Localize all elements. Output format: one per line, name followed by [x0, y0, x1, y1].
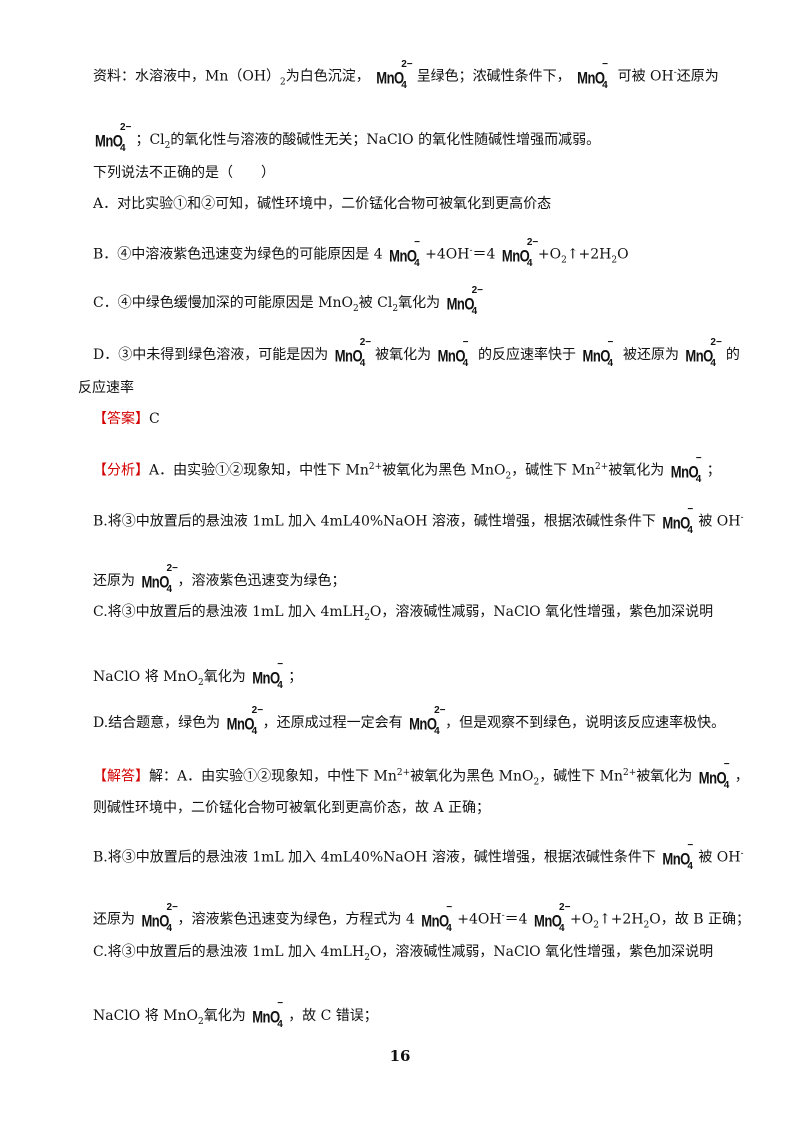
option-a: A．对比实验①和②可知，碱性环境中，二价锰化合物可被氧化到更高价态 [93, 196, 552, 212]
analysis-b: B.将③中放置后的悬浊液 1mL 加入 4mL40%NaOH 溶液，碱性增强，根… [93, 503, 744, 536]
analysis-tag: 【分析】 [93, 462, 149, 479]
page-number: 16 [389, 1047, 411, 1065]
solution-b: B.将③中放置后的悬浊液 1mL 加入 4mL40%NaOH 溶液，碱性增强，根… [93, 839, 744, 872]
question-stem: 下列说法不正确的是（ ） [93, 165, 275, 181]
answer-tag: 【答案】 [93, 411, 149, 427]
solution-tag: 【解答】 [93, 768, 149, 785]
analysis-line: 【分析】A．由实验①②现象知，中性下 Mn2+被氧化为黑色 MnO2，碱性下 M… [93, 452, 721, 485]
solution-line: 【解答】解：A．由实验①②现象知，中性下 Mn2+被氧化为黑色 MnO2，碱性下… [93, 758, 749, 791]
option-d-cont: 反应速率 [78, 380, 134, 396]
analysis-c: C.将③中放置后的悬浊液 1mL 加入 4mLH2O，溶液碱性减弱，NaClO … [93, 604, 714, 623]
solution-c: C.将③中放置后的悬浊液 1mL 加入 4mLH2O，溶液碱性减弱，NaClO … [93, 944, 714, 963]
solution-a-cont: 则碱性环境中，二价锰化合物可被氧化到更高价态，故 A 正确； [93, 800, 491, 816]
answer-line: 【答案】C [93, 411, 160, 427]
